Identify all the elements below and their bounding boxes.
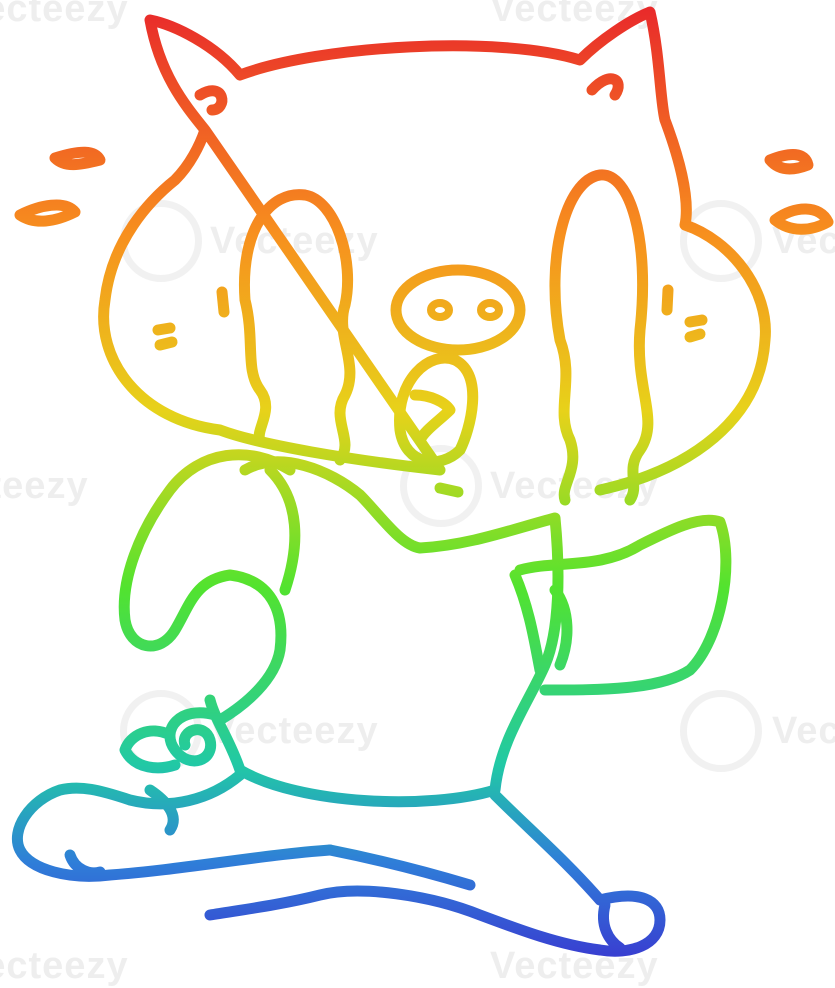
- front-hoof-line: [598, 899, 626, 954]
- curly-tail: [119, 707, 221, 774]
- tear-drop-icon: [49, 146, 106, 171]
- pants-line: [324, 844, 476, 891]
- cheek-mark: [152, 322, 178, 351]
- front-leg: [204, 789, 666, 957]
- tear-drop-icon: [764, 149, 814, 175]
- back-leg: [11, 769, 336, 882]
- tear-drop-icon: [14, 199, 81, 227]
- left-eye-tear: [238, 189, 356, 466]
- right-inner-ear: [586, 73, 624, 101]
- cheek-mark: [684, 314, 708, 343]
- back-hoof-line: [64, 849, 106, 879]
- open-mouth: [394, 352, 479, 468]
- right-sleeve-cuff: [549, 584, 573, 671]
- tear-drop-icon: [769, 203, 834, 235]
- cheek-mark: [216, 286, 230, 318]
- right-eye-tear: [549, 169, 654, 506]
- left-inner-ear: [194, 85, 228, 116]
- mouth-teeth-line: [409, 389, 456, 446]
- left-nostril: [427, 299, 453, 321]
- cheek-mark: [661, 284, 674, 316]
- chin-mark: [434, 482, 464, 498]
- right-sleeve-edge: [509, 569, 546, 676]
- left-sleeve-edge: [264, 464, 301, 596]
- pig-head-outline: [98, 6, 771, 496]
- shirt-body: [204, 456, 564, 808]
- pig-snout: [390, 264, 526, 356]
- right-arm: [514, 514, 732, 696]
- left-arm: [118, 449, 296, 726]
- right-nostril: [477, 299, 503, 321]
- back-leg-crease: [144, 784, 179, 836]
